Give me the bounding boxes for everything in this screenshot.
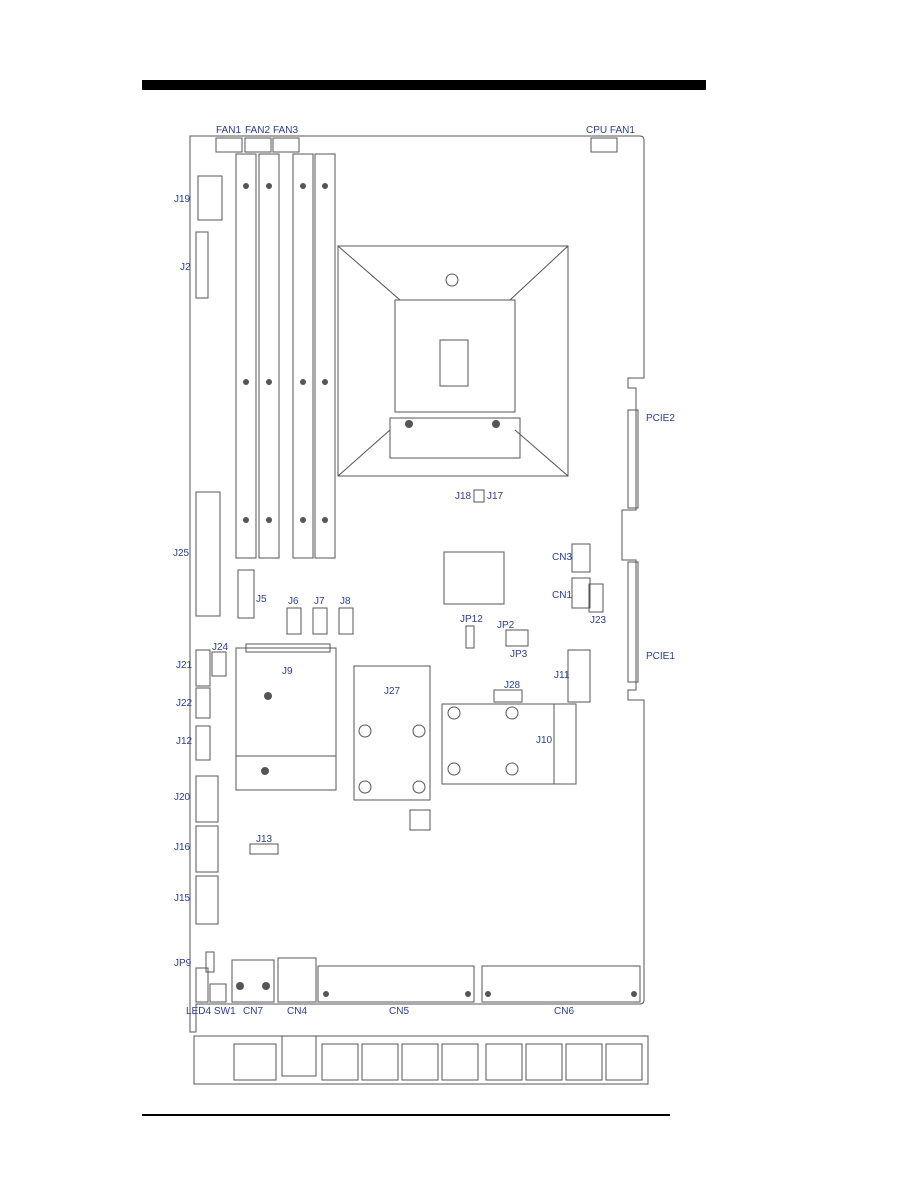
board-outline — [189, 135, 645, 1033]
led4 — [195, 967, 209, 1003]
j12-label: J12 — [176, 736, 193, 747]
j6-header — [286, 607, 302, 635]
cn4-usb — [277, 957, 317, 1003]
j7-label: J7 — [314, 596, 325, 607]
j20-label: J20 — [174, 792, 191, 803]
j8-header — [338, 607, 354, 635]
j23-connector — [588, 583, 604, 613]
dimm-slot-3 — [292, 153, 314, 559]
fan3-label: FAN3 — [273, 125, 299, 136]
j22-connector — [195, 687, 211, 719]
j16-connector — [195, 825, 219, 873]
j16-label: J16 — [174, 842, 191, 853]
jp12-jumper — [465, 625, 475, 649]
cn3-label: CN3 — [552, 552, 573, 563]
pch-chip — [443, 551, 505, 605]
j21-connector — [195, 649, 211, 687]
fan1-label: FAN1 — [216, 125, 242, 136]
cn6-label: CN6 — [554, 1006, 575, 1017]
j11-label: J11 — [554, 670, 570, 681]
j11-connector — [567, 649, 591, 703]
j10-label: J10 — [536, 735, 553, 746]
j13-label: J13 — [256, 834, 273, 845]
j24-label: J24 — [212, 642, 229, 653]
sw1-label: SW1 — [214, 1006, 236, 1017]
j28-connector — [493, 689, 523, 703]
cpu-socket-area — [337, 245, 569, 477]
cpu-fan1-label: CPU FAN1 — [586, 125, 635, 136]
j15-label: J15 — [174, 893, 191, 904]
j5-header — [237, 569, 255, 619]
cpu-socket — [394, 299, 516, 413]
cpu-fan1-header — [590, 137, 618, 153]
cn1-label: CN1 — [552, 590, 573, 601]
socket-lever — [445, 273, 459, 287]
jp3-label: JP3 — [510, 649, 528, 660]
cpu-socket-frame — [337, 245, 569, 477]
j23-label: J23 — [590, 615, 607, 626]
dimm-slot-1 — [235, 153, 257, 559]
j21-label: J21 — [176, 660, 193, 671]
header-rule — [142, 80, 706, 90]
fan2-label: FAN2 — [245, 125, 271, 136]
dimm-slot-4 — [314, 153, 336, 559]
jp2-jumper — [505, 629, 529, 647]
j27-label: J27 — [384, 686, 401, 697]
j13-header — [249, 843, 279, 855]
cn1-connector — [571, 577, 591, 609]
j2-label: J2 — [180, 262, 191, 273]
pcie2-slot — [627, 409, 639, 509]
jp9-label: JP9 — [174, 958, 192, 969]
fan3-header — [272, 137, 300, 153]
j25-atx-connector — [195, 491, 221, 617]
cn7-label: CN7 — [243, 1006, 264, 1017]
cn7-rj45 — [231, 959, 275, 1003]
footer-rule — [142, 1114, 670, 1116]
sw1-switch — [209, 983, 227, 1003]
dimm-slot-2 — [258, 153, 280, 559]
j8-label: J8 — [340, 596, 351, 607]
pcie1-slot — [627, 561, 639, 683]
jp9-jumper — [205, 951, 215, 973]
pcie1-label: PCIE1 — [646, 651, 675, 662]
fan2-header — [244, 137, 272, 153]
j5-label: J5 — [256, 594, 267, 605]
j19-connector — [197, 175, 223, 221]
j18-label: J18 — [455, 491, 472, 502]
cn3-connector — [571, 543, 591, 573]
j15-connector — [195, 875, 219, 925]
cpu-die — [439, 339, 469, 387]
j22-label: J22 — [176, 698, 193, 709]
rear-panel — [193, 1035, 649, 1085]
j24-connector — [211, 651, 227, 677]
j19-label: J19 — [174, 194, 191, 205]
j2-connector — [195, 231, 209, 299]
pcie2-label: PCIE2 — [646, 413, 675, 424]
jumper-block — [409, 809, 431, 831]
j7-header — [312, 607, 328, 635]
cn5-label: CN5 — [389, 1006, 410, 1017]
j9-cf-slot — [235, 647, 337, 791]
j17-label: J17 — [487, 491, 504, 502]
j28-label: J28 — [504, 680, 521, 691]
fan1-header — [215, 137, 243, 153]
cn6-lan-block — [481, 965, 641, 1003]
jp12-label: JP12 — [460, 614, 483, 625]
j25-label: J25 — [173, 548, 190, 559]
cn4-label: CN4 — [287, 1006, 308, 1017]
j9-label: J9 — [282, 666, 293, 677]
jp2-label: JP2 — [497, 620, 515, 631]
led4-label: LED4 — [186, 1006, 212, 1017]
j12-connector — [195, 725, 211, 761]
cn5-lan-block — [317, 965, 475, 1003]
j20-connector — [195, 775, 219, 823]
socket-retention — [389, 417, 521, 459]
j27-minipcie-slot — [353, 665, 431, 801]
j6-label: J6 — [288, 596, 299, 607]
j17-j18-jumper — [473, 489, 485, 503]
